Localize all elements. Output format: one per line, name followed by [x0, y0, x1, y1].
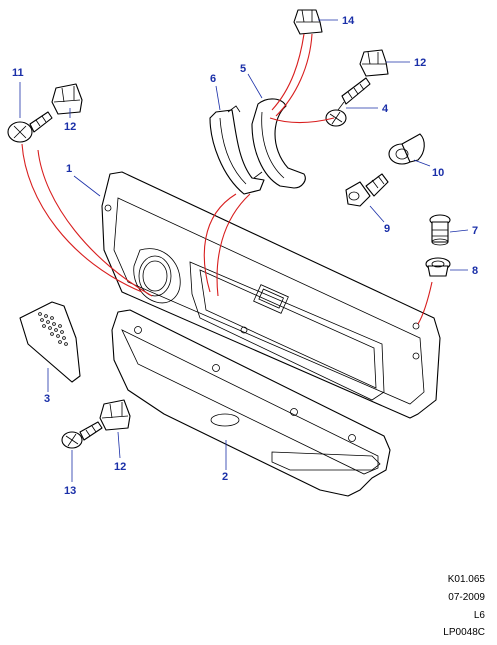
speaker-grille: [19, 301, 81, 383]
footer-code: K01.065: [447, 574, 485, 585]
grommet-7: [429, 214, 451, 246]
screw-4: [325, 77, 371, 127]
callout-13: 13: [64, 485, 76, 497]
callout-14: 14: [342, 15, 355, 27]
grommet-8: [425, 257, 451, 277]
callout-labels: 11 12 1 3 2 6 5 14 12 4 10 9 7 8 12 13: [12, 15, 478, 497]
screw-11: [7, 111, 53, 143]
footer-ref: LP0048C: [443, 627, 485, 638]
push-clip-9: [345, 173, 389, 207]
callout-4: 4: [382, 103, 389, 115]
callout-12-top: 12: [414, 57, 426, 69]
grab-handle-cover: [251, 98, 306, 189]
screw-13: [61, 421, 103, 449]
door-trim-panel: [101, 171, 441, 419]
armrest-trim: [111, 309, 391, 497]
callout-11: 11: [12, 67, 24, 79]
callout-12-left: 12: [64, 121, 76, 133]
clip-12-bottom: [99, 399, 131, 431]
callout-12-bottom: 12: [114, 461, 126, 473]
clip-14: [293, 9, 323, 35]
callout-1: 1: [66, 163, 72, 175]
callout-5: 5: [240, 63, 246, 75]
callout-2: 2: [222, 471, 228, 483]
clip-12-left: [51, 83, 83, 115]
trim-plug-10: [388, 133, 425, 165]
callout-8: 8: [472, 265, 478, 277]
callout-leaders: [19, 19, 469, 482]
assembly-guide-lines: [21, 33, 433, 325]
callout-3: 3: [44, 393, 50, 405]
footer-variant: L6: [473, 610, 485, 621]
clip-12-top: [359, 49, 389, 77]
callout-7: 7: [472, 225, 478, 237]
callout-6: 6: [210, 73, 216, 85]
footer-date: 07-2009: [448, 592, 485, 603]
grab-handle-inner: [209, 105, 265, 195]
callout-10: 10: [432, 167, 444, 179]
callout-9: 9: [384, 223, 390, 235]
